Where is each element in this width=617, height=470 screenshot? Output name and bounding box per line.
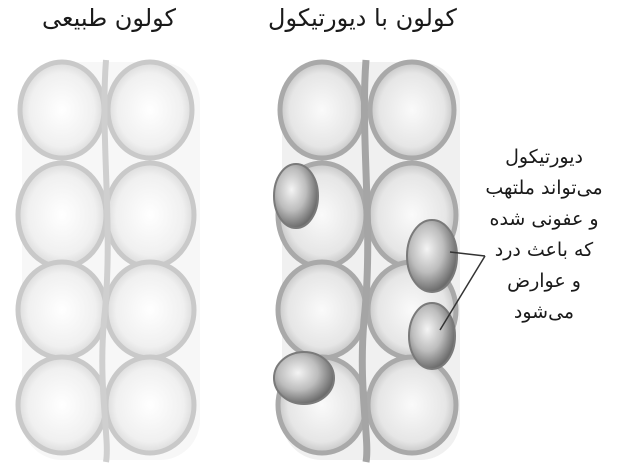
note-line: و عوارض: [474, 266, 614, 297]
diverticulum-pouch: [274, 352, 334, 404]
note-line: می‌شود: [474, 297, 614, 328]
diverticulum-pouch: [274, 164, 318, 228]
note-line: و عفونی شده: [474, 204, 614, 235]
diverticulum-pouch: [407, 220, 457, 292]
diverticular-colon: [274, 60, 460, 462]
diverticulitis-note: دیورتیکول می‌تواند ملتهب و عفونی شده که …: [474, 142, 614, 328]
note-line: دیورتیکول: [474, 142, 614, 173]
note-line: که باعث درد: [474, 235, 614, 266]
diverticulum-pouch: [409, 303, 455, 369]
normal-colon: [18, 60, 200, 462]
note-line: می‌تواند ملتهب: [474, 173, 614, 204]
